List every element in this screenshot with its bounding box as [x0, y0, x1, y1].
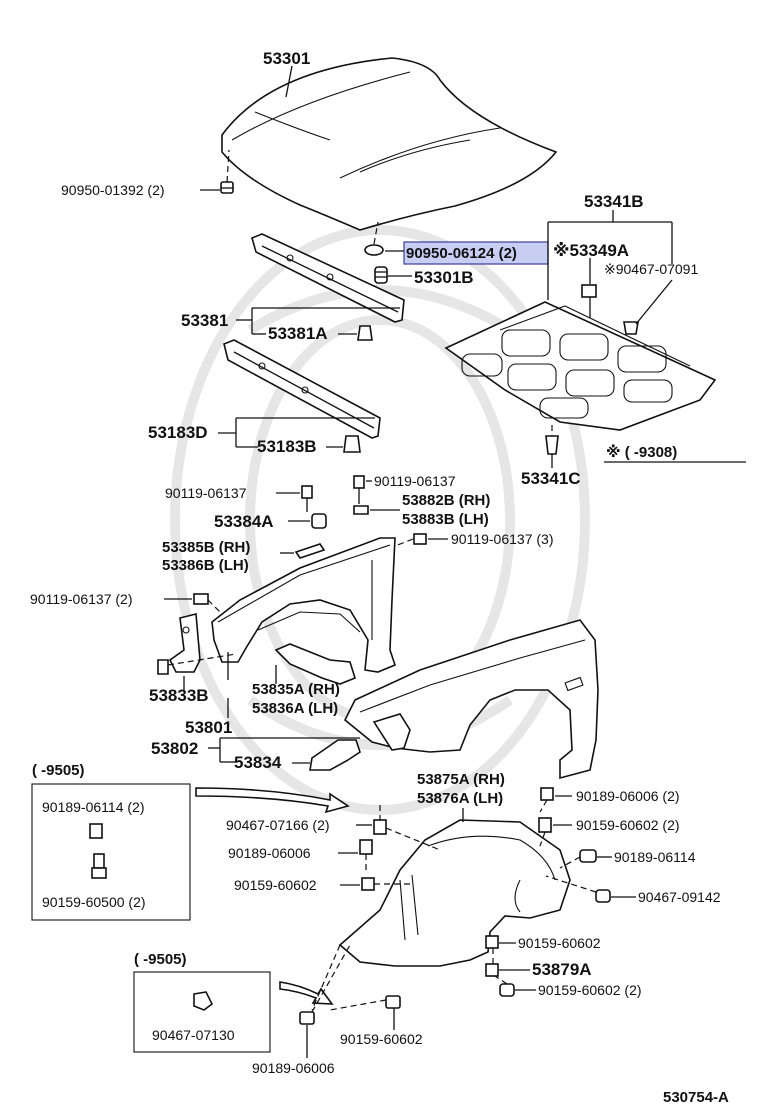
part-53301B: 53301B — [414, 268, 474, 287]
fastener-icon-j — [361, 877, 375, 891]
part-90467-07166: 90467-07166 (2) — [226, 817, 330, 833]
bolt-icon — [353, 475, 365, 504]
box2-clip-icon — [193, 991, 214, 1011]
fastener-icon-c — [579, 849, 597, 863]
note-9308: ※ ( -9308) — [606, 443, 677, 461]
part-90950-01392: 90950-01392 (2) — [61, 182, 165, 198]
part-53385B: 53385B (RH) — [162, 539, 250, 556]
fastener-icon-f — [485, 963, 499, 977]
part-53876A: 53876A (LH) — [417, 790, 503, 807]
box1-title: ( -9505) — [32, 762, 85, 779]
part-53883B: 53883B (LH) — [402, 511, 489, 528]
part-53882B: 53882B (RH) — [402, 492, 490, 509]
fender-apron — [211, 537, 396, 673]
fastener-icon-a — [540, 787, 554, 801]
part-53833B: 53833B — [149, 686, 209, 705]
part-53381A: 53381A — [268, 324, 328, 343]
cushion-ring-icon — [364, 244, 384, 256]
fastener-icon-e — [485, 935, 499, 949]
hood-seal-strip — [251, 233, 405, 323]
clip-icon-2 — [343, 435, 361, 453]
part-90189-06006-2: 90189-06006 (2) — [576, 788, 680, 804]
part-90950-06124: 90950-06124 (2) — [406, 245, 517, 262]
variant-box-1 — [31, 783, 191, 921]
part-53381: 53381 — [181, 311, 228, 330]
arrow-icon-1 — [195, 787, 350, 814]
cushion-icon — [311, 513, 327, 529]
bumper-cushion-icon — [220, 181, 234, 194]
part-90159-60602-b: 90159-60602 — [234, 877, 317, 893]
clip-icon-3 — [545, 435, 559, 455]
variant-box-2 — [133, 971, 271, 1053]
part-90119-06137-3: 90119-06137 (3) — [451, 531, 553, 547]
part-90159-60602-c: 90159-60602 — [340, 1031, 423, 1047]
part-53384A: 53384A — [214, 512, 274, 531]
clip-nut-icon — [353, 505, 369, 515]
part-53349A: ※53349A — [553, 241, 629, 260]
fastener-icon-d — [595, 889, 611, 903]
fastener-icon-i — [359, 839, 373, 855]
fender-bracket — [157, 612, 201, 675]
part-90159-60602-a: 90159-60602 — [518, 935, 601, 951]
part-53834: 53834 — [234, 753, 282, 772]
box1-fastener-icon — [89, 823, 107, 879]
box1-part-90159-60500: 90159-60500 (2) — [42, 894, 146, 910]
part-90189-06006-a: 90189-06006 — [228, 845, 311, 861]
hood-rear-seal — [223, 339, 381, 439]
diagram-reference: 530754-A — [663, 1089, 729, 1106]
hood-panel — [221, 57, 558, 231]
clip-icon — [357, 325, 373, 341]
part-53879A: 53879A — [532, 960, 592, 979]
part-90119-06137-2: 90119-06137 (2) — [30, 591, 132, 607]
bracket-icon — [294, 543, 326, 559]
fastener-icon-h — [373, 819, 387, 835]
push-clip-icon — [623, 321, 639, 335]
part-90119-06137-left: 90119-06137 — [165, 485, 247, 501]
bolt-icon-2 — [301, 485, 313, 512]
part-90119-06137-top: 90119-06137 — [374, 473, 456, 489]
part-53183B: 53183B — [257, 437, 317, 456]
box2-title: ( -9505) — [134, 951, 187, 968]
part-53341C: 53341C — [521, 469, 581, 488]
part-53341B: 53341B — [584, 192, 644, 211]
fender-liner — [338, 819, 571, 967]
retainer-icon — [581, 284, 597, 298]
front-fender — [343, 619, 599, 780]
part-53802: 53802 — [151, 739, 198, 758]
fastener-icon-g — [499, 983, 515, 997]
part-53301: 53301 — [263, 49, 310, 68]
hood-insulator — [444, 301, 717, 431]
part-90159-60602-2b: 90159-60602 (2) — [538, 982, 642, 998]
hood-stopper-icon — [374, 266, 388, 284]
fastener-icon-b — [538, 817, 552, 833]
part-53875A: 53875A (RH) — [417, 771, 505, 788]
bolt-icon-5 — [385, 995, 401, 1009]
part-90189-06114: 90189-06114 — [614, 849, 696, 865]
fender-mount-bracket — [309, 713, 411, 771]
part-53386B: 53386B (LH) — [162, 557, 249, 574]
box1-part-90189-06114: 90189-06114 (2) — [42, 799, 144, 815]
part-53801: 53801 — [185, 718, 232, 737]
fender-brace — [274, 643, 356, 685]
part-53835A: 53835A (RH) — [252, 681, 340, 698]
box2-part-90467-07130: 90467-07130 — [152, 1027, 235, 1043]
bolt-icon-3 — [413, 533, 427, 545]
bolt-icon-4 — [193, 593, 209, 605]
part-90159-60602-2a: 90159-60602 (2) — [576, 817, 680, 833]
part-90189-06006-b: 90189-06006 — [252, 1060, 335, 1076]
part-53183D: 53183D — [148, 423, 208, 442]
part-90467-07091: ※90467-07091 — [604, 261, 698, 277]
clip-icon-4 — [299, 1011, 315, 1025]
part-90467-09142: 90467-09142 — [638, 889, 721, 905]
part-53836A: 53836A (LH) — [252, 700, 338, 717]
arrow-icon-2 — [279, 981, 334, 1005]
